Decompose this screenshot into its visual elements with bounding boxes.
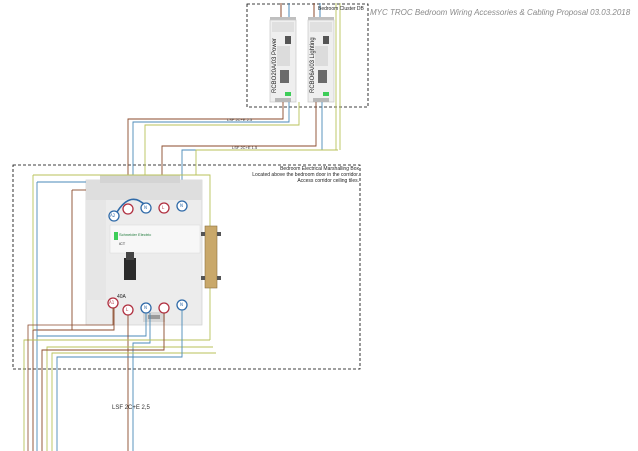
cluster-db-label: Bedroom Cluster DB xyxy=(318,6,364,12)
wire-a1-coil xyxy=(27,308,114,451)
terminal-top-a2-label: A2 xyxy=(110,213,116,218)
cable-label-power: LSF 2C+E 2.5 xyxy=(227,117,253,122)
terminal-top-n2-label: N xyxy=(180,203,183,208)
cluster-db-box xyxy=(246,3,369,108)
wire-power-neutral xyxy=(132,102,290,207)
marshalling-box xyxy=(12,164,361,370)
marshalling-label-line3: Access corridor ceiling tiles. xyxy=(297,178,359,184)
bottom-terminals xyxy=(107,297,188,316)
earth-bar xyxy=(201,225,221,289)
wire-out-earth-1 xyxy=(23,339,210,451)
wire-out-live-3 xyxy=(41,313,165,451)
terminal-top-n2 xyxy=(176,200,188,212)
wire-out-neutral-3 xyxy=(56,310,183,451)
breaker-power-label: RCBO20A/03 Power xyxy=(272,37,278,93)
terminal-bottom-a1-label: A1 xyxy=(109,300,115,305)
contactor-model: iCT xyxy=(119,241,126,246)
terminal-bottom-n2-label: N xyxy=(180,302,183,307)
cable-label-outgoing: LSF 2C+E 2,5 xyxy=(112,405,150,411)
terminal-top-l-label: L xyxy=(162,205,165,210)
wire-out-earth-3 xyxy=(51,352,216,451)
wire-out-live-1 xyxy=(32,308,115,451)
cable-label-lighting: LSF 2C+E 1.5 xyxy=(232,145,258,150)
terminal-bottom-l-label: L xyxy=(126,307,129,312)
contactor-brand: Schneider Electric xyxy=(119,232,152,237)
wire-out-earth-2 xyxy=(46,346,213,451)
terminal-top-a2 xyxy=(108,210,120,222)
marshalling-label-line2: Located above the bedroom door in the co… xyxy=(252,172,359,178)
terminal-bottom-n1-label: N xyxy=(144,305,147,310)
terminal-bottom-l2 xyxy=(158,302,170,314)
marshalling-label-line1: Bedroom Electrical Marshalling Box xyxy=(280,166,359,172)
terminal-top-n1-label: N xyxy=(144,205,147,210)
drawing-title: MYC TROC Bedroom Wiring Accessories & Ca… xyxy=(370,8,631,17)
wire-power-live xyxy=(127,102,284,207)
terminal-top-l-red xyxy=(122,203,134,215)
terminal-top-n1 xyxy=(140,202,152,214)
top-terminals xyxy=(108,200,188,222)
wire-out-neutral-1 xyxy=(36,313,147,451)
terminal-top-l xyxy=(158,202,170,214)
breaker-lighting-label: RCBO6A/03 Lighting xyxy=(310,37,316,93)
wire-out-neutral-2 xyxy=(132,313,151,451)
breaker-lighting xyxy=(307,17,335,103)
contactor-rating: 40A xyxy=(117,294,126,300)
wire-power-earth xyxy=(144,102,300,200)
